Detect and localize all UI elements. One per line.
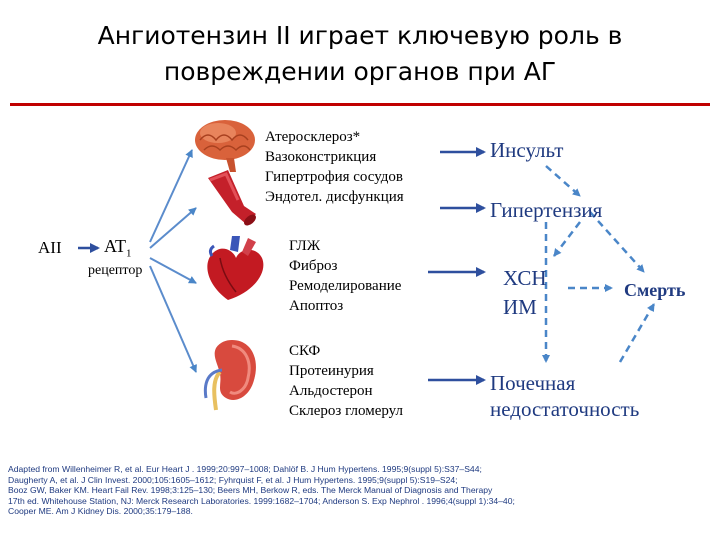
arrow-to-heart	[149, 257, 197, 284]
title-line-1: Ангиотензин II играет ключевую роль в	[97, 21, 623, 50]
kidney-icon	[203, 340, 256, 411]
outcome-chf: ХСН	[503, 266, 547, 290]
blood-vessel-icon	[208, 170, 256, 226]
title-line-2: повреждении органов при АГ	[163, 57, 557, 86]
dashed-hypertension-to-chf	[553, 221, 581, 257]
reference-line: Adapted from Willenheimer R, et al. Eur …	[8, 464, 482, 474]
effect-item: Протеинурия	[289, 363, 374, 379]
dashed-renal-to-death	[618, 303, 656, 363]
effect-item: Гипертрофия сосудов	[265, 169, 404, 185]
arrow-to-vessel	[149, 207, 197, 249]
title-divider	[10, 103, 710, 106]
effect-item: Ремоделирование	[289, 278, 402, 294]
references: Adapted from Willenheimer R, et al. Eur …	[8, 464, 714, 517]
slide-title: Ангиотензин II играет ключевую роль в по…	[0, 18, 720, 90]
outcome-renal-failure: Почечная недостаточность	[490, 370, 639, 422]
dashed-stroke-to-hypertension	[545, 165, 581, 197]
at1-text: AT	[104, 236, 126, 256]
arrow-to-kidney	[149, 265, 197, 373]
renal-line-2: недостаточность	[490, 397, 640, 421]
brain-vessel-effects: Атеросклероз* Вазоконстрикция Гипертрофи…	[265, 127, 404, 207]
effect-item: Атеросклероз*	[265, 129, 361, 145]
effect-item: Эндотел. дисфункция	[265, 189, 404, 205]
reference-line: Booz GW, Baker KM. Heart Fail Rev. 1998;…	[8, 485, 493, 495]
outcome-death: Смерть	[624, 280, 686, 300]
outcome-hypertension: Гипертензия	[490, 198, 603, 222]
renal-line-1: Почечная	[490, 371, 576, 395]
at1-subscript: 1	[126, 247, 132, 260]
heart-icon	[207, 236, 264, 300]
dashed-hypertension-to-death	[589, 211, 645, 273]
kidney-effects: СКФ Протеинурия Альдостерон Склероз глом…	[289, 341, 403, 421]
at1-label: AT1	[104, 236, 132, 260]
angiotensin-ii-label: AII	[38, 238, 62, 257]
effect-item: Апоптоз	[289, 298, 344, 314]
effect-item: Склероз гломерул	[289, 403, 403, 419]
brain-icon	[195, 120, 255, 172]
reference-line: Cooper ME. Am J Kidney Dis. 2000;35:179–…	[8, 506, 193, 516]
reference-line: 17th ed. Whitehouse Station, NJ: Merck R…	[8, 495, 515, 506]
effect-item: ГЛЖ	[289, 238, 321, 254]
reference-line: Daugherty A, et al. J Clin Invest. 2000;…	[8, 474, 458, 485]
outcome-mi: ИМ	[503, 295, 537, 319]
heart-effects: ГЛЖ Фиброз Ремоделирование Апоптоз	[289, 236, 401, 316]
receptor-label: рецептор	[88, 263, 143, 278]
arrow-to-brain	[149, 149, 193, 243]
outcome-stroke: Инсульт	[490, 138, 564, 162]
effect-item: Альдостерон	[289, 383, 373, 399]
effect-item: Фиброз	[289, 258, 338, 274]
effect-item: Вазоконстрикция	[265, 149, 377, 165]
effect-item: СКФ	[289, 343, 321, 359]
